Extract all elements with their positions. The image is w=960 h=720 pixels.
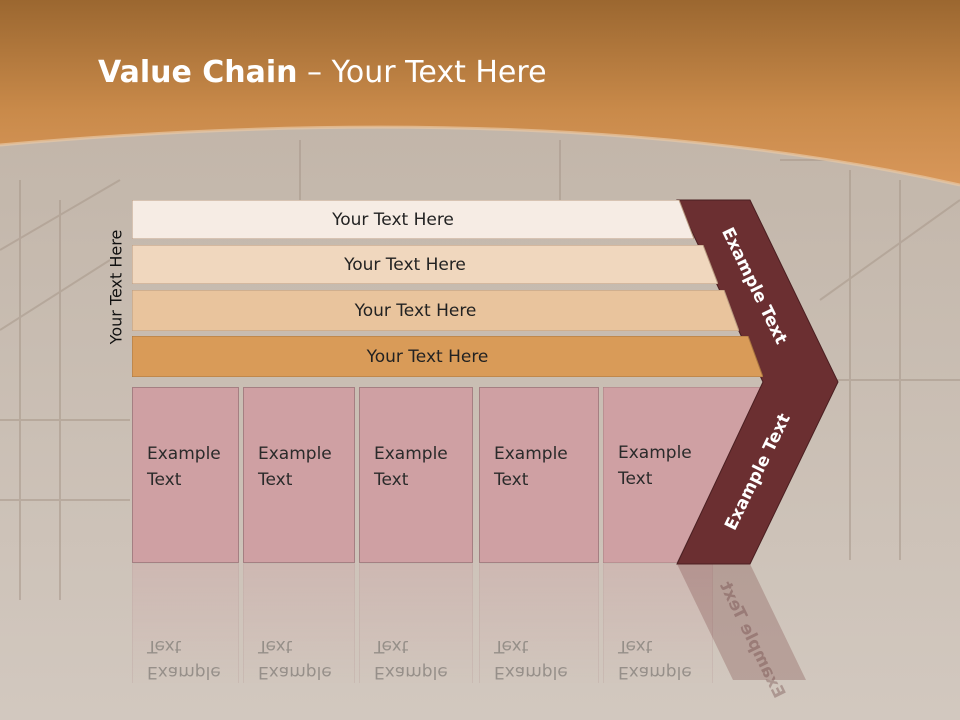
row-2-label: Your Text Here bbox=[344, 254, 466, 275]
row-3-shape bbox=[132, 290, 739, 331]
row-1-shape bbox=[132, 200, 694, 239]
row-4-fill bbox=[132, 336, 763, 377]
row-1-fill bbox=[132, 200, 694, 239]
row-1: Your Text Here bbox=[132, 200, 694, 239]
row-4-shape bbox=[132, 336, 763, 377]
row-2: Your Text Here bbox=[132, 245, 718, 284]
slide-title: Value Chain – Your Text Here bbox=[98, 55, 547, 90]
activity-box-5-fill bbox=[603, 387, 763, 563]
chevron-shape bbox=[676, 199, 839, 565]
row-3: Your Text Here bbox=[132, 290, 739, 331]
row-2-fill bbox=[132, 245, 718, 284]
row-1-label: Your Text Here bbox=[332, 209, 454, 230]
row-3-fill bbox=[132, 290, 739, 331]
row-4-label: Your Text Here bbox=[366, 346, 489, 367]
row-2-shape bbox=[132, 245, 718, 284]
activity-box-5-shape bbox=[603, 387, 763, 563]
chevron-reflection bbox=[677, 564, 806, 680]
row-4: Your Text Here bbox=[132, 336, 763, 377]
row-3-label: Your Text Here bbox=[354, 300, 477, 321]
